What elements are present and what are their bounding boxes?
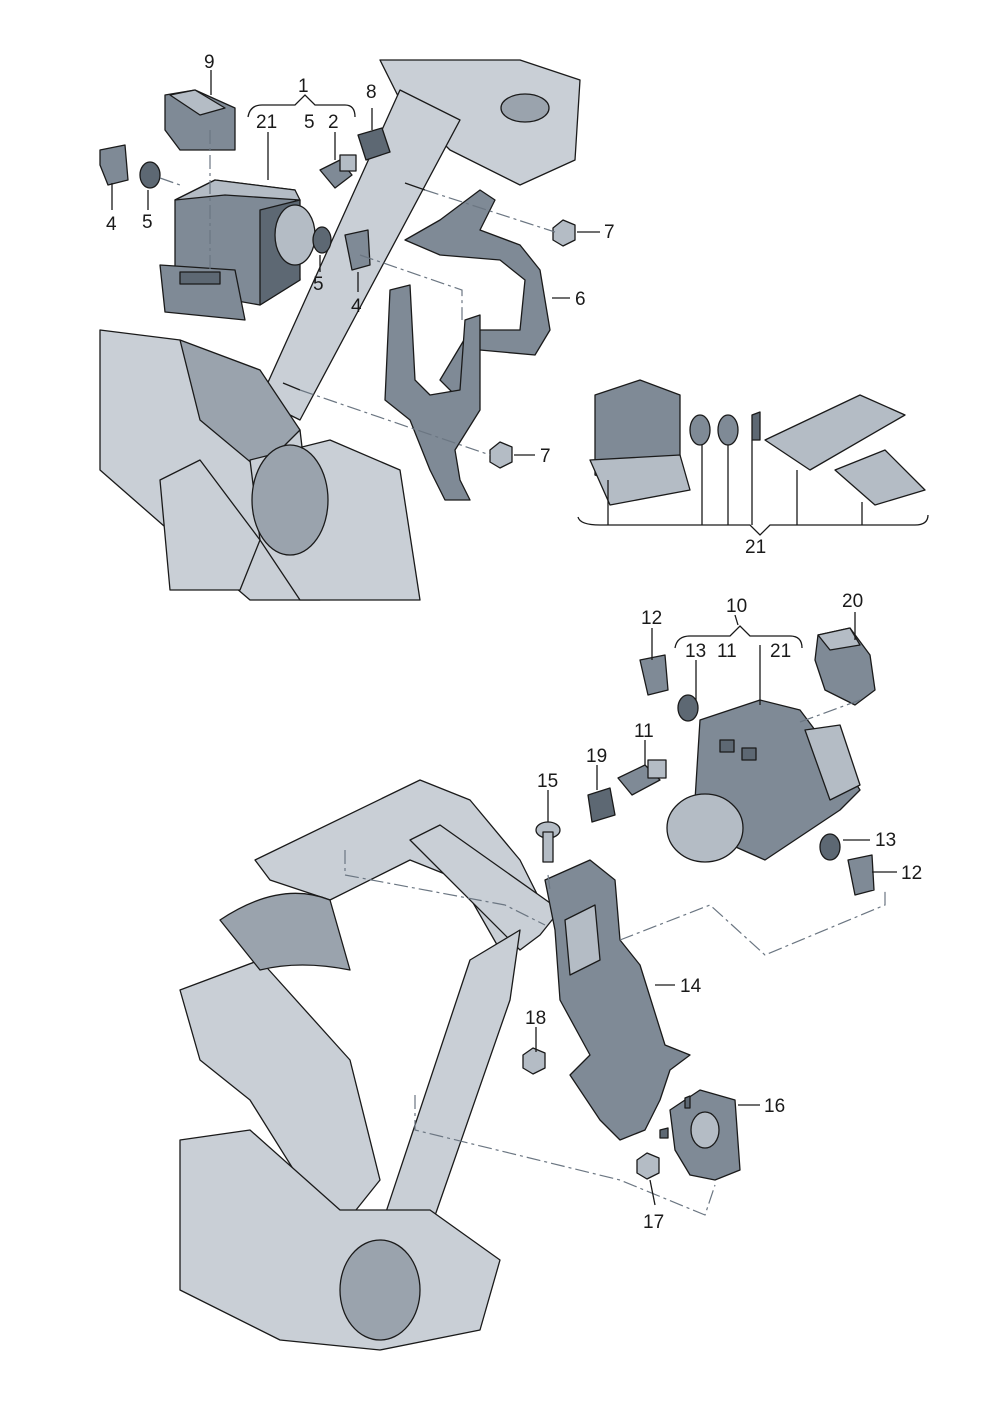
nut-7-bottom xyxy=(489,441,513,469)
connector-8 xyxy=(357,127,391,161)
clip-12-top xyxy=(639,654,669,696)
label-5-right: 5 xyxy=(313,274,324,295)
label-13-bottom: 13 xyxy=(875,830,896,851)
bolt-15 xyxy=(535,821,561,863)
label-9: 9 xyxy=(204,52,215,73)
label-8: 8 xyxy=(366,82,377,103)
bracket-lower-top xyxy=(384,284,481,501)
label-10: 10 xyxy=(726,596,747,617)
label-2: 2 xyxy=(328,112,339,133)
label-21-kit: 21 xyxy=(745,537,766,558)
abs-unit-10 xyxy=(666,699,861,863)
nut-17 xyxy=(636,1152,660,1180)
abs-control-unit-top xyxy=(159,179,316,321)
nut-18 xyxy=(522,1047,546,1075)
grommet-5-right xyxy=(312,226,332,254)
label-13-top: 13 xyxy=(685,641,706,662)
mount-16 xyxy=(659,1089,741,1181)
module-20 xyxy=(814,627,876,706)
label-12-top: 12 xyxy=(641,608,662,629)
label-21-bottom: 21 xyxy=(770,641,791,662)
label-19: 19 xyxy=(586,746,607,767)
label-17: 17 xyxy=(643,1212,664,1233)
label-14: 14 xyxy=(680,976,702,997)
label-4-left: 4 xyxy=(106,214,117,235)
vehicle-frame-bottom xyxy=(179,779,561,1351)
sensor-2 xyxy=(319,154,357,189)
label-7-bottom: 7 xyxy=(540,446,551,467)
sensor-11 xyxy=(617,759,667,796)
kit-21-inset xyxy=(577,379,929,536)
label-5-top: 5 xyxy=(304,112,315,133)
label-15: 15 xyxy=(537,771,558,792)
bracket-14 xyxy=(544,859,691,1141)
label-16: 16 xyxy=(764,1096,785,1117)
label-5-left: 5 xyxy=(142,212,153,233)
connector-19 xyxy=(587,787,616,823)
grommet-13-top xyxy=(677,694,699,722)
control-module-9 xyxy=(164,89,236,151)
label-6: 6 xyxy=(575,289,586,310)
label-11: 11 xyxy=(634,721,654,742)
label-1: 1 xyxy=(298,76,309,97)
label-20: 20 xyxy=(842,591,863,612)
label-21-top: 21 xyxy=(256,112,277,133)
nut-7-top xyxy=(552,219,576,247)
label-18: 18 xyxy=(525,1008,546,1029)
label-4-right: 4 xyxy=(351,296,362,317)
clip-12-bottom xyxy=(847,854,875,896)
label-11-top: 11 xyxy=(717,641,737,662)
clip-4-right xyxy=(344,229,371,271)
grommet-13-bottom xyxy=(819,833,841,861)
clip-4-left xyxy=(99,144,129,186)
label-7-top: 7 xyxy=(604,222,615,243)
grommet-5-left xyxy=(139,161,161,189)
label-12-bottom: 12 xyxy=(901,863,922,884)
